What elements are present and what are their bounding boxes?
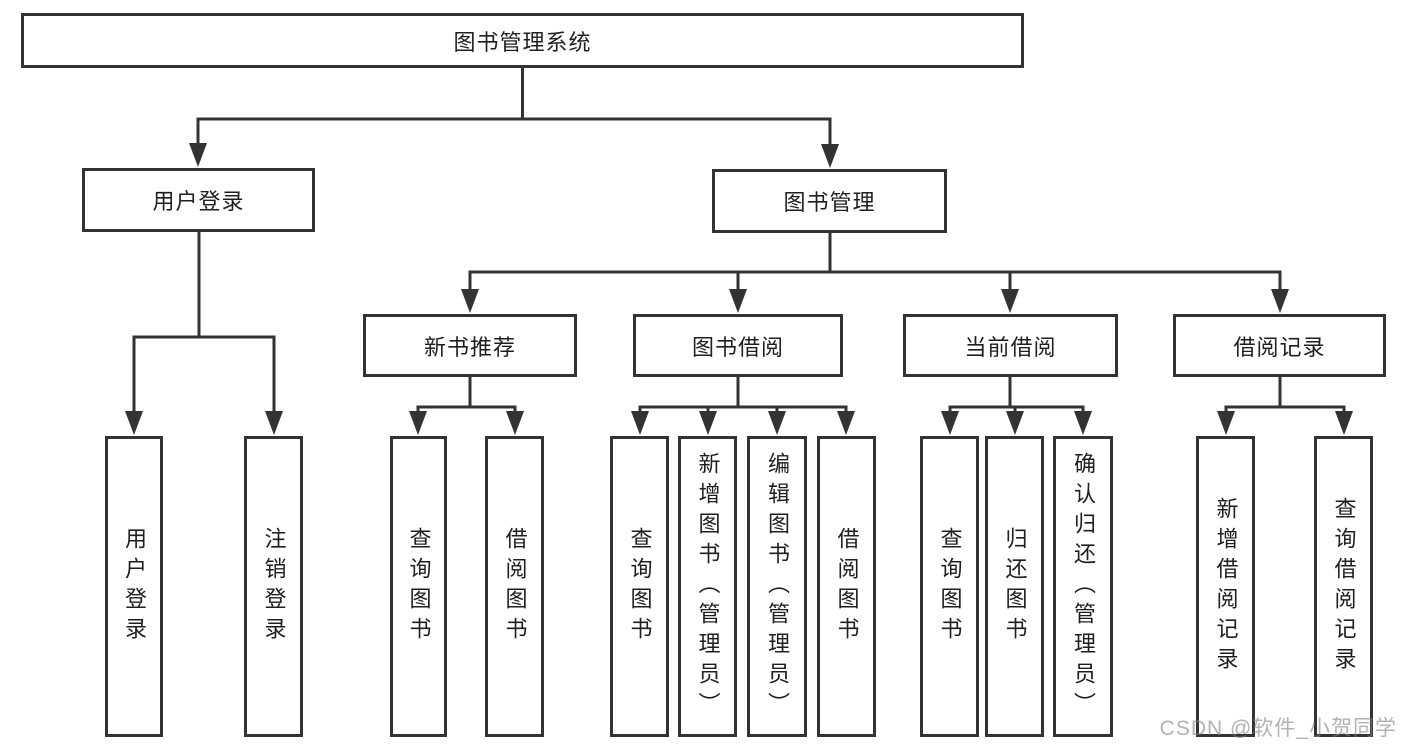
node-user-login: 用户登录: [82, 168, 315, 232]
arrowhead: [461, 289, 479, 313]
leaf-query-book-3: 查询图书: [920, 436, 979, 737]
arrowhead: [189, 143, 207, 167]
csdn-watermark: CSDN @软件_小贺同学: [1159, 717, 1397, 740]
arrowhead: [768, 411, 786, 435]
leaf-confirm-return-admin: 确认归还（管理员）: [1053, 436, 1113, 737]
leaf-query-book-2: 查询图书: [610, 436, 669, 737]
arrowhead: [1335, 411, 1353, 435]
edge-bookborrow-to-leaves: [638, 377, 848, 413]
arrowhead: [125, 411, 143, 435]
arrowhead: [506, 411, 524, 435]
node-borrow-records: 借阅记录: [1173, 314, 1386, 377]
node-book-management: 图书管理: [712, 169, 947, 233]
arrowhead: [1074, 411, 1092, 435]
arrowheads: [125, 143, 1353, 435]
edge-root-to-level2: [196, 68, 832, 146]
arrowhead: [631, 411, 649, 435]
leaf-return-book: 归还图书: [985, 436, 1044, 737]
edge-bookmgmt-to-level3: [468, 233, 1282, 291]
node-new-book-recommend: 新书推荐: [363, 314, 577, 377]
edge-newbookrec-to-leaves: [416, 377, 517, 413]
leaf-borrow-book-1: 借阅图书: [485, 436, 544, 737]
leaf-edit-book-admin: 编辑图书（管理员）: [747, 436, 807, 737]
leaf-user-login: 用户登录: [105, 436, 163, 737]
edge-currentborrow-to-leaves: [948, 377, 1085, 413]
arrowhead: [821, 144, 839, 168]
leaf-query-borrow-record: 查询借阅记录: [1314, 436, 1373, 737]
arrowhead: [729, 289, 747, 313]
arrowhead: [409, 411, 427, 435]
arrowhead: [1006, 411, 1024, 435]
arrowhead: [837, 411, 855, 435]
arrowhead: [1217, 411, 1235, 435]
arrowhead: [1271, 289, 1289, 313]
edge-userlogin-to-leaves: [132, 232, 276, 413]
leaf-add-borrow-record: 新增借阅记录: [1196, 436, 1255, 737]
arrowhead: [1001, 289, 1019, 313]
node-current-borrow: 当前借阅: [903, 314, 1118, 377]
arrowhead: [699, 411, 717, 435]
leaf-query-book-1: 查询图书: [390, 436, 447, 737]
node-book-borrow: 图书借阅: [633, 314, 843, 377]
arrowhead: [941, 411, 959, 435]
arrowhead: [265, 411, 283, 435]
edge-borrowrecords-to-leaves: [1224, 377, 1346, 413]
leaf-logout: 注销登录: [244, 436, 303, 737]
leaf-borrow-book-2: 借阅图书: [817, 436, 876, 737]
node-root: 图书管理系统: [21, 13, 1024, 68]
leaf-add-book-admin: 新增图书（管理员）: [678, 436, 737, 737]
